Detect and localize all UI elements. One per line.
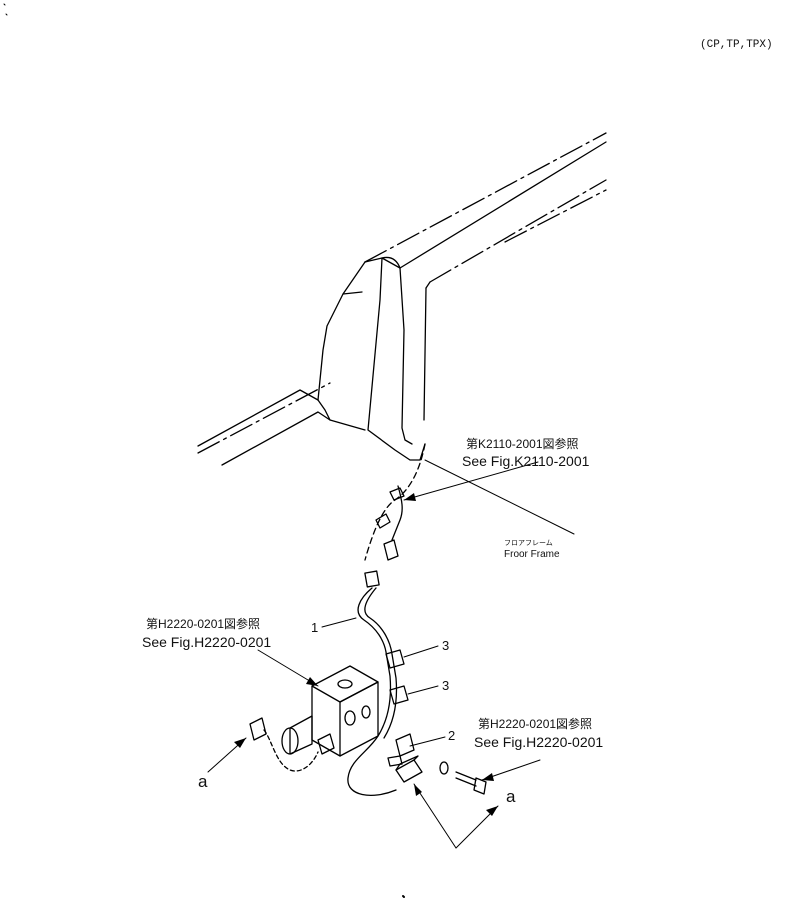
frame-rail-inner <box>381 256 401 269</box>
upper-clamp-1 <box>389 487 405 501</box>
valve-block-top <box>311 665 379 703</box>
h2220-left-arrowhead <box>306 677 318 686</box>
leader-part3-lower <box>407 685 439 695</box>
variant-code: (CP,TP,TPX) <box>700 39 773 51</box>
dot-top-left <box>3 3 8 16</box>
callout-part3-lower: 3 <box>442 678 450 693</box>
h2220-left-ref-en: See Fig.H2220-0201 <box>142 634 272 650</box>
solenoid-end <box>281 727 299 755</box>
bolt-shank <box>455 771 477 787</box>
arrow-a-right-1 <box>413 783 457 849</box>
connector-lower-right-top <box>395 755 419 771</box>
valve-port-side-2 <box>361 705 371 719</box>
upper-clamp-2 <box>375 513 391 529</box>
callout-part1: 1 <box>311 620 319 635</box>
arrow-a-left-head <box>234 738 246 748</box>
k2110-arrowhead <box>404 493 416 501</box>
harness-connector-top <box>364 570 380 588</box>
frame-centerline-top <box>364 132 607 263</box>
leader-part3-upper <box>403 645 439 658</box>
valve-port-top <box>337 679 353 689</box>
solenoid-nut <box>317 733 335 755</box>
callout-a-right: a <box>506 787 516 806</box>
arrow-a-right-2-head <box>486 806 498 816</box>
valve-block-front <box>311 685 341 757</box>
bracket-part2 <box>395 733 415 757</box>
frame-corner-body <box>317 261 366 401</box>
bolt-head <box>473 777 487 795</box>
frame-label-en: Froor Frame <box>504 549 560 560</box>
valve-port-side-1 <box>344 710 356 726</box>
callout-part2: 2 <box>448 728 456 743</box>
frame-rail-step <box>425 281 431 289</box>
h2220-right-ref-jp: 第H2220-0201図参照 <box>478 717 593 731</box>
clamp-lower <box>389 685 409 705</box>
k2110-leader <box>403 461 539 501</box>
leader-part1 <box>321 617 357 628</box>
harness-part1 <box>347 587 397 796</box>
frame-corner-edge <box>367 257 426 461</box>
frame-corner-face <box>423 287 427 421</box>
frame-lower-rail-1 <box>197 389 319 447</box>
upper-connector <box>383 539 399 561</box>
h2220-right-ref-en: See Fig.H2220-0201 <box>474 734 604 750</box>
callout-part3-upper: 3 <box>442 638 450 653</box>
dot-bottom <box>402 895 405 898</box>
valve-block-side <box>339 681 379 757</box>
k2110-ref-en: See Fig.K2110-2001 <box>462 453 590 469</box>
frame-leader <box>424 459 575 535</box>
h2220-right-arrowhead <box>482 773 494 781</box>
bracket-part2-flange <box>387 755 403 767</box>
h2220-left-leader <box>257 649 319 687</box>
h2220-left-ref-jp: 第H2220-0201図参照 <box>146 617 261 631</box>
frame-centerline-mid <box>429 179 607 283</box>
callout-a-left: a <box>198 772 208 791</box>
frame-centerline-low <box>504 189 607 243</box>
clamp-upper <box>385 649 405 669</box>
frame-lower-rail-3 <box>221 411 331 466</box>
connector-lower-right <box>395 759 423 783</box>
leader-part2 <box>409 736 446 747</box>
frame-corner-bottom <box>317 399 366 431</box>
frame-label-jp: フロアフレーム <box>504 540 553 547</box>
connector-left-wire <box>263 729 319 772</box>
harness-part1-inner <box>364 587 398 739</box>
arrow-a-right-1-head <box>414 784 422 796</box>
k2110-ref-jp: 第K2110-2001図参照 <box>466 437 579 451</box>
frame-lower-rail-2 <box>197 382 331 454</box>
frame-corner-right <box>399 267 413 445</box>
frame-rail-outer <box>364 141 607 269</box>
harness-upper-solid <box>391 485 403 541</box>
connector-left <box>249 717 267 741</box>
frame-corner-front <box>342 291 363 295</box>
washer <box>439 761 449 775</box>
solenoid-body <box>289 715 313 755</box>
